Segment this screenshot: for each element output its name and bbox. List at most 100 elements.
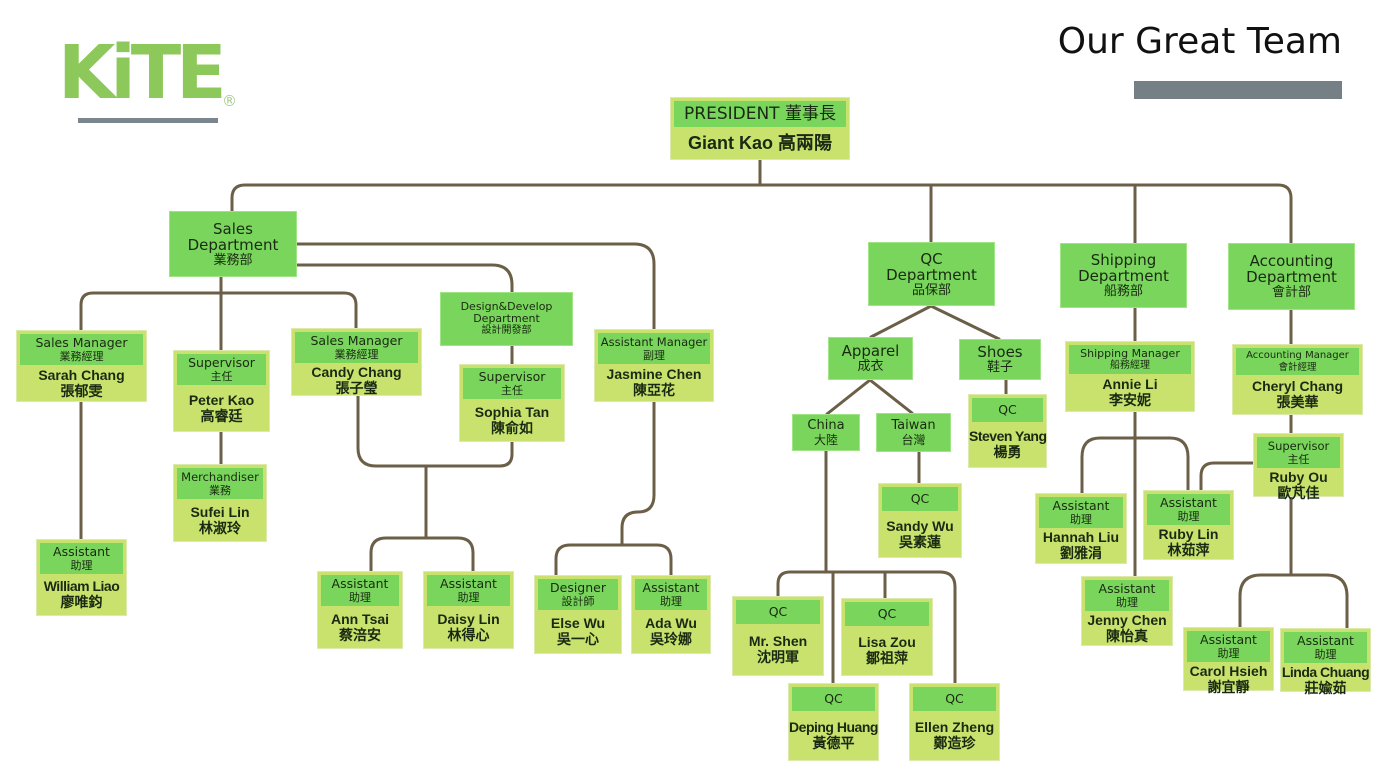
connector-apparel-china bbox=[825, 378, 872, 416]
name-en: Cheryl Chang bbox=[1251, 378, 1343, 394]
dept-accounting: Accounting Department 會計部 bbox=[1228, 243, 1355, 310]
connector-sales-bus bbox=[79, 291, 358, 332]
dept-china-en: China bbox=[807, 418, 845, 433]
dept-apparel-en: Apparel bbox=[841, 342, 900, 360]
name-en: Annie Li bbox=[1102, 376, 1158, 392]
role-zh: 助理 bbox=[1070, 513, 1092, 526]
role-en: Assistant bbox=[1297, 633, 1354, 648]
name-zh: 陳俞如 bbox=[491, 419, 533, 436]
connector-sales-jasmine bbox=[295, 242, 656, 331]
role-zh: 助理 bbox=[660, 595, 682, 608]
name-zh: 吳玲娜 bbox=[650, 631, 692, 647]
name-en: Candy Chang bbox=[311, 364, 402, 380]
logo-wordmark: KiTE bbox=[58, 30, 227, 116]
role-zh: 助理 bbox=[1116, 596, 1138, 609]
name-zh: 莊婾茹 bbox=[1304, 680, 1347, 696]
name-zh: 高睿廷 bbox=[200, 407, 243, 424]
name-en: Ada Wu bbox=[645, 615, 697, 631]
role-en: Assistant Manager bbox=[600, 335, 708, 349]
role-en: Shipping Manager bbox=[1080, 347, 1180, 360]
role-en: QC bbox=[768, 604, 788, 619]
dept-qc-en: QC Department bbox=[886, 249, 977, 284]
role-en: Supervisor bbox=[1267, 439, 1330, 453]
dept-shipping-en: Shipping Department bbox=[1078, 251, 1169, 285]
role-en: QC bbox=[824, 691, 843, 706]
role-zh: 業務經理 bbox=[334, 348, 379, 361]
dept-design-zh: 設計開發部 bbox=[481, 325, 532, 336]
name-en: Ann Tsai bbox=[330, 610, 390, 627]
role-zh: 業務經理 bbox=[59, 350, 104, 363]
role-zh: 助理 bbox=[1217, 647, 1240, 660]
role-en: Assistant bbox=[1200, 632, 1257, 647]
role-zh: 主任 bbox=[501, 384, 523, 397]
dept-qc-zh: 品保部 bbox=[911, 282, 951, 298]
name-en: William Liao bbox=[43, 578, 120, 594]
name-en: Hannah Liu bbox=[1042, 529, 1120, 545]
name-zh: 鄭造珍 bbox=[933, 735, 976, 751]
name-zh: 陳怡真 bbox=[1106, 628, 1148, 644]
role-zh: 業務 bbox=[209, 484, 231, 497]
role-en: QC bbox=[945, 691, 964, 706]
dept-taiwan-zh: 台灣 bbox=[901, 433, 926, 447]
role-zh: 助理 bbox=[1177, 510, 1200, 523]
page-title: Our Great Team bbox=[1057, 21, 1342, 62]
name-en: Sufei Lin bbox=[190, 503, 250, 520]
connector-annie-bus bbox=[1080, 436, 1190, 495]
role-en: Assistant bbox=[642, 580, 700, 595]
name-zh: 張郁雯 bbox=[60, 382, 103, 399]
role-zh: 會計經理 bbox=[1278, 362, 1317, 373]
dept-taiwan: Taiwan 台灣 bbox=[876, 413, 951, 452]
name-zh: 陳亞花 bbox=[633, 382, 675, 398]
role-zh: 助理 bbox=[457, 591, 480, 604]
dept-sales-zh: 業務部 bbox=[213, 252, 253, 268]
dept-qc: QC Department 品保部 bbox=[868, 242, 995, 306]
dept-apparel-zh: 成衣 bbox=[857, 359, 884, 374]
connector-candy-sophia-merge bbox=[356, 394, 514, 468]
connector-accounting-assistants-bus bbox=[1238, 573, 1349, 630]
role-zh: 主任 bbox=[1287, 453, 1310, 466]
role-en: QC bbox=[910, 491, 930, 506]
connector-jasmine-down bbox=[620, 400, 656, 547]
role-en: Sales Manager bbox=[310, 333, 403, 348]
name-zh: 林得心 bbox=[447, 626, 490, 643]
role-en: Assistant bbox=[1160, 495, 1217, 510]
dept-shipping: Shipping Department 船務部 bbox=[1060, 243, 1187, 308]
role-zh: 助理 bbox=[70, 559, 93, 572]
dept-shoes: Shoes 鞋子 bbox=[959, 339, 1041, 380]
role-zh: 副理 bbox=[643, 349, 665, 362]
dept-accounting-zh: 會計部 bbox=[1271, 285, 1311, 300]
dept-shoes-en: Shoes bbox=[977, 343, 1023, 361]
role-en: QC bbox=[877, 606, 897, 621]
kite-logo: KiTE ® bbox=[58, 36, 238, 128]
name-zh: 張子瑩 bbox=[335, 380, 378, 396]
role-en: Merchandiser bbox=[181, 470, 259, 484]
connector-top-bus bbox=[230, 183, 1293, 245]
name-zh: 吳一心 bbox=[557, 631, 599, 647]
dept-china: China 大陸 bbox=[792, 414, 860, 451]
name-en: Sandy Wu bbox=[886, 517, 954, 534]
title-accent-bar bbox=[1134, 81, 1342, 99]
name-en: Steven Yang bbox=[969, 428, 1047, 444]
role-en: Assistant bbox=[331, 576, 389, 591]
role-en: Assistant bbox=[1098, 581, 1156, 596]
name-zh: 劉雅涓 bbox=[1060, 545, 1102, 561]
name-en: Sophia Tan bbox=[474, 403, 550, 420]
dept-shoes-zh: 鞋子 bbox=[986, 360, 1013, 375]
name-en: Else Wu bbox=[550, 615, 606, 631]
name-zh: 吳素蓮 bbox=[899, 533, 941, 550]
name-en: Lisa Zou bbox=[858, 634, 916, 650]
role-zh: 主任 bbox=[210, 370, 233, 383]
